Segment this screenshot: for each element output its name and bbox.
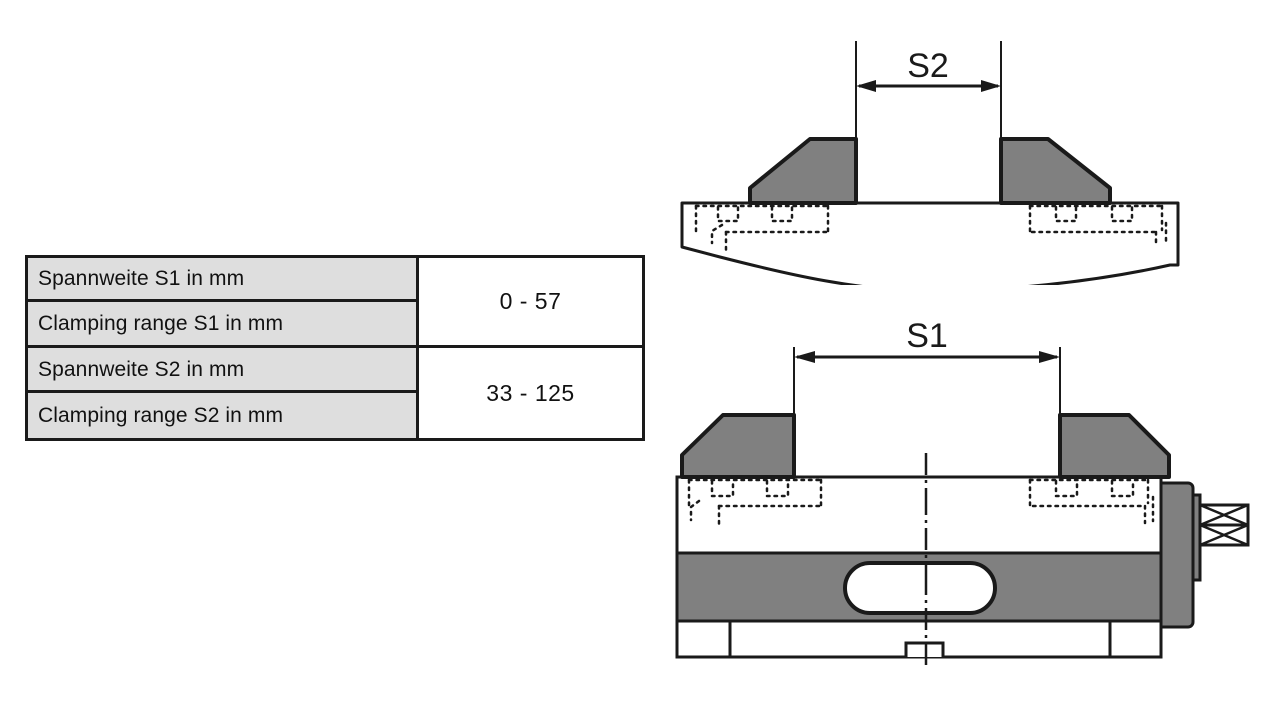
jaw-right-bottom-view [1058, 413, 1171, 479]
table-label-en-s1: Clamping range S1 in mm [28, 301, 416, 345]
table-label-cell-s2: Spannweite S2 in mm Clamping range S2 in… [28, 348, 419, 438]
clamping-range-table: Spannweite S1 in mm Clamping range S1 in… [25, 255, 645, 441]
hidden-lines-left-bottom-view [687, 478, 823, 528]
table-row-group-s2: Spannweite S2 in mm Clamping range S2 in… [28, 348, 642, 438]
oval-slot [843, 561, 997, 615]
dimension-label-s1: S1 [906, 317, 948, 355]
dimension-line-s1 [794, 351, 1060, 363]
hidden-lines-right-top-view [1028, 204, 1168, 249]
table-label-en-s2: Clamping range S2 in mm [28, 393, 416, 438]
dimension-line-s2 [856, 80, 1001, 92]
table-label-cell-s1: Spannweite S1 in mm Clamping range S1 in… [28, 258, 419, 345]
table-label-de-s2: Spannweite S2 in mm [28, 348, 416, 393]
table-value-s2: 33 - 125 [419, 348, 642, 438]
technical-drawing-bottom-view: S1 [655, 305, 1255, 665]
technical-drawing-top-view: S2 [660, 25, 1200, 285]
table-row-group-s1: Spannweite S1 in mm Clamping range S1 in… [28, 258, 642, 348]
jaw-left-top-view [748, 137, 858, 205]
hidden-lines-right-bottom-view [1028, 478, 1155, 525]
dimension-label-s2: S2 [907, 47, 949, 85]
base-plate-top-view [680, 201, 1180, 285]
jaw-left-bottom-view [680, 413, 796, 479]
base-center-tab [904, 641, 945, 657]
hidden-lines-left-top-view [694, 204, 830, 253]
vise-body-upper [675, 475, 1163, 555]
table-label-de-s1: Spannweite S1 in mm [28, 258, 416, 302]
jaw-right-top-view [999, 137, 1112, 205]
spindle-assembly [1186, 493, 1250, 582]
table-value-s1: 0 - 57 [419, 258, 642, 345]
